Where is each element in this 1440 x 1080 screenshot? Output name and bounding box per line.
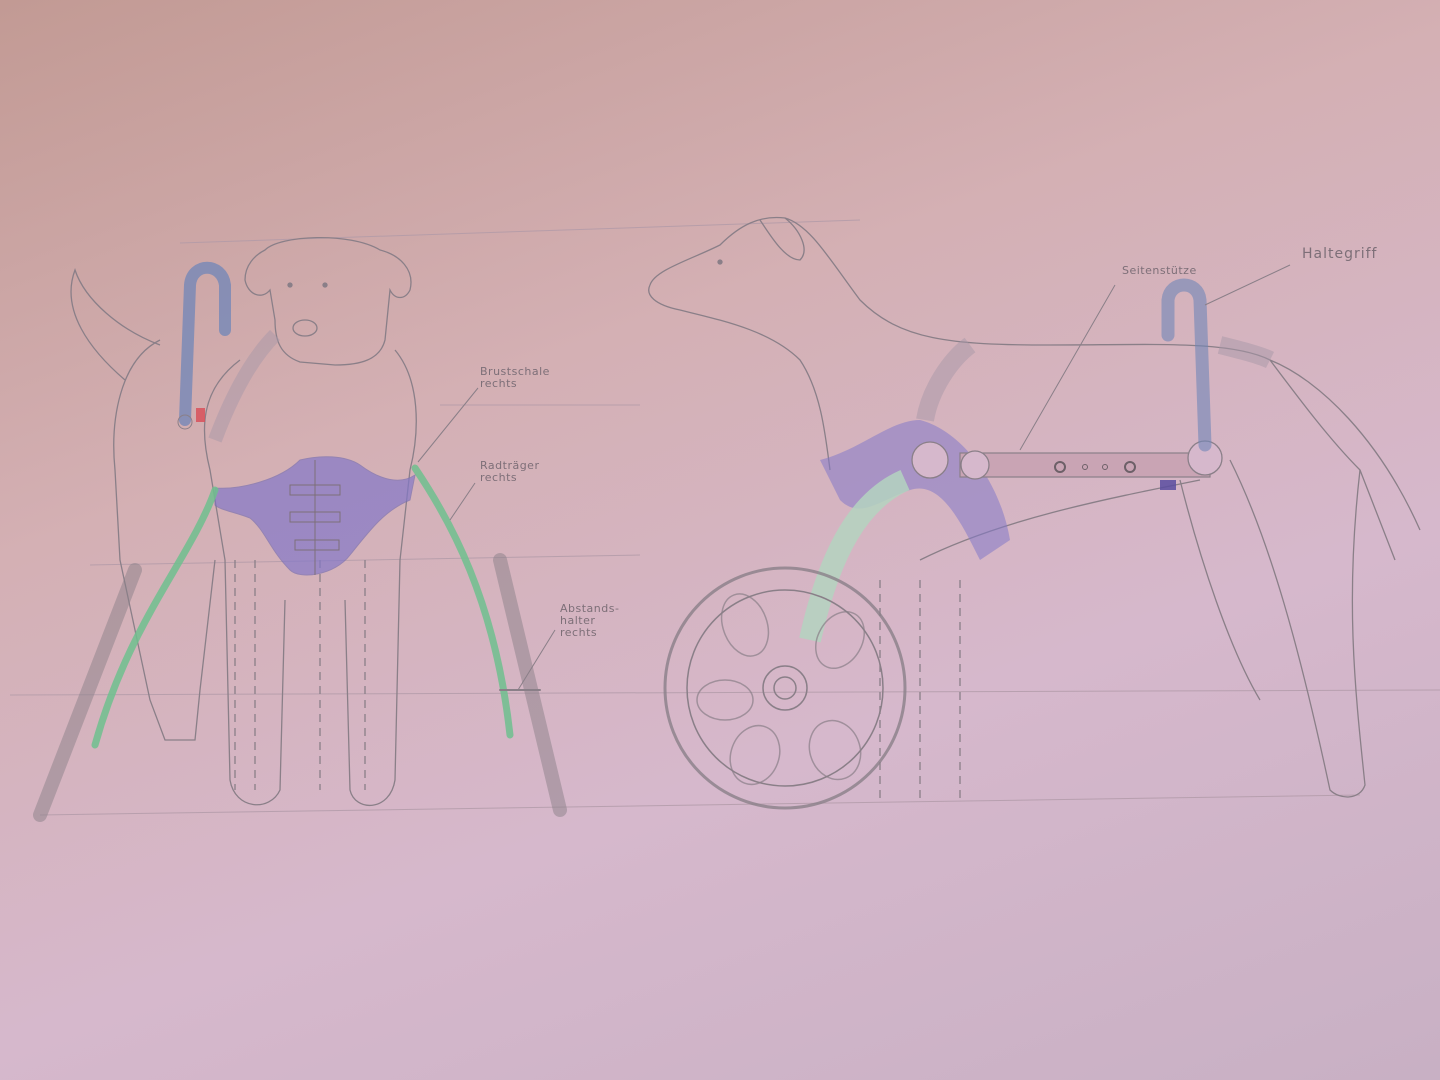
leader-lines	[417, 264, 1291, 691]
label-haltegriff: Haltegriff	[1302, 246, 1378, 262]
label-radtraeger: Radträger rechts	[480, 459, 540, 484]
front-handle	[177, 261, 231, 430]
side-wheel	[663, 566, 907, 810]
front-chest-shell	[214, 456, 416, 576]
side-frame	[911, 440, 1223, 490]
label-brustschale: Brustschale rechts	[480, 365, 550, 390]
label-abstandshalter: Abstands- halter rechts	[560, 602, 620, 639]
side-handle	[1161, 278, 1212, 452]
front-shoulder-strap	[208, 330, 281, 443]
label-seitenstuetze: Seitenstütze	[1122, 264, 1197, 277]
front-wheel-carriers	[33, 464, 567, 822]
front-view	[70, 236, 417, 806]
side-view	[648, 216, 1421, 800]
side-wheel-carrier	[799, 469, 910, 643]
